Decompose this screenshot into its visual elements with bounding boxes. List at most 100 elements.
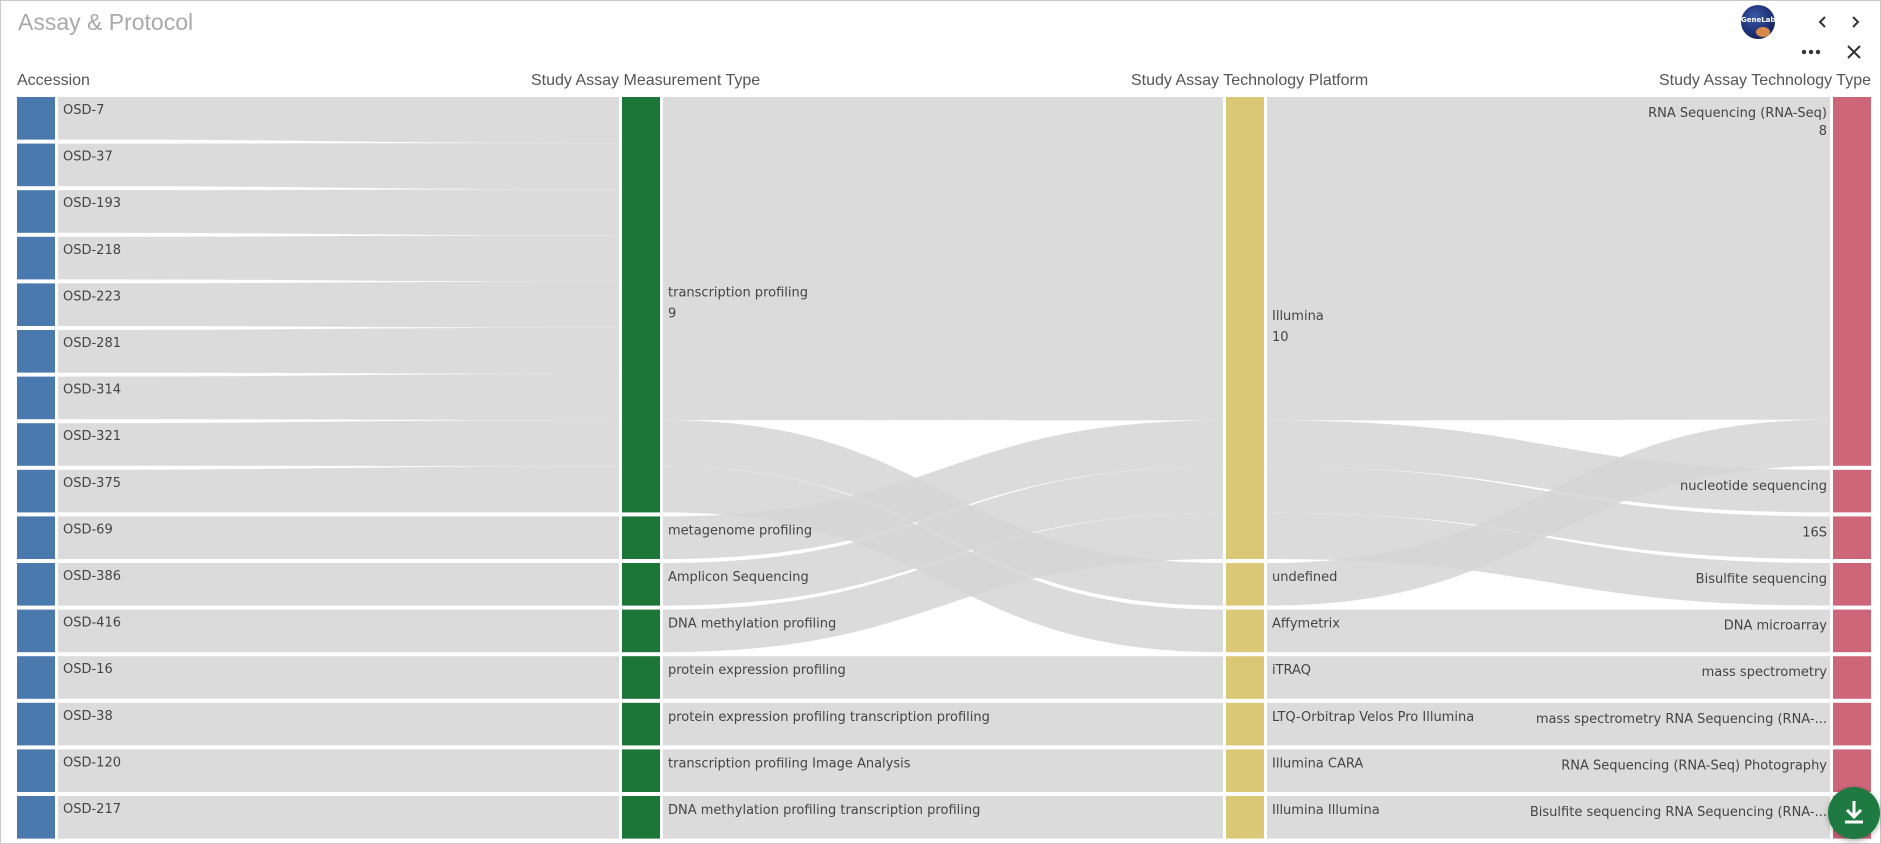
node-label-a2: OSD-193 [63,196,121,211]
sankey-link-m6-p5 [663,749,1223,792]
node-label-m6: transcription profiling Image Analysis [668,756,911,771]
node-label-m4: protein expression profiling [668,663,846,678]
sankey-link-m4-p3 [663,656,1223,699]
node-bar-t3 [1833,563,1871,606]
node-bar-a6 [17,376,55,420]
node-label-a8: OSD-375 [63,476,121,491]
node-bar-p3 [1226,656,1264,699]
node-bar-t5 [1833,656,1871,699]
node-bar-p1 [1226,563,1264,606]
node-label-t6: mass spectrometry RNA Sequencing (RNA-..… [1536,712,1827,727]
node-bar-m0 [622,97,660,513]
sankey-link-a5-m0 [58,327,619,374]
node-bar-p5 [1226,749,1264,792]
node-label-a10: OSD-386 [63,569,121,584]
sankey-link-a8-m0 [58,466,619,513]
sankey-link-m2-p0 [663,466,1223,606]
node-bar-a4 [17,283,55,326]
sankey-link-p0-t3 [1267,512,1830,606]
node-bar-t0 [1833,97,1871,466]
panel-title: Assay & Protocol [18,9,194,35]
node-bar-a3 [17,236,55,280]
node-bar-a2 [17,190,55,233]
node-label-t5: mass spectrometry [1702,665,1828,680]
node-bar-t2 [1833,516,1871,559]
node-label-p1: undefined [1272,570,1337,585]
sankey-links [58,97,1830,839]
node-label-a15: OSD-217 [63,802,121,817]
node-bar-a9 [17,516,55,559]
node-bar-a5 [17,330,55,373]
node-label-m5: protein expression profiling transcripti… [668,710,990,725]
node-label-a7: OSD-321 [63,429,121,444]
sankey-link-a15-m7 [58,796,619,839]
sankey-link-m0-p0 [663,97,1223,421]
node-label-a0: OSD-7 [63,103,104,118]
node-bar-t1 [1833,469,1871,513]
node-bar-a0 [17,97,55,140]
node-label-t0: RNA Sequencing (RNA-Seq) [1648,106,1827,121]
node-label-a5: OSD-281 [63,336,121,351]
download-icon [1845,801,1863,824]
node-bar-a12 [17,656,55,699]
node-count-p0: 10 [1272,330,1289,345]
node-label-p0: Illumina [1272,309,1324,324]
column-header-measurement: Study Assay Measurement Type [531,72,761,89]
column-header-type: Study Assay Technology Type [1659,72,1871,89]
node-label-a6: OSD-314 [63,383,121,398]
sankey-link-a1-m0 [58,143,619,190]
sankey-link-p6-t8 [1267,796,1830,839]
node-count-t0: 8 [1819,124,1827,139]
sankey-link-a0-m0 [58,97,619,144]
node-label-m2: Amplicon Sequencing [668,570,809,585]
chevron-right-icon[interactable] [1844,11,1866,33]
node-bar-t4 [1833,609,1871,653]
node-label-a14: OSD-120 [63,755,121,770]
download-button[interactable] [1828,787,1880,839]
node-label-a13: OSD-38 [63,709,113,724]
node-bar-p6 [1226,796,1264,839]
node-bar-t6 [1833,702,1871,746]
genelab-logo: GeneLab [1741,5,1775,39]
node-bar-t7 [1833,749,1871,792]
node-label-m7: DNA methylation profiling transcription … [668,803,980,818]
node-bar-a10 [17,563,55,606]
node-bar-a11 [17,609,55,653]
node-bar-p0 [1226,97,1264,559]
node-bar-m6 [622,749,660,792]
node-label-a12: OSD-16 [63,662,113,677]
sankey-link-a13-m5 [58,702,619,746]
sankey-link-m5-p4 [663,702,1223,746]
chevron-left-icon[interactable] [1812,11,1834,33]
logo-planet-icon [1756,27,1770,37]
sankey-link-m3-p0 [663,512,1223,653]
node-bar-m5 [622,702,660,746]
sankey-link-a3-m0 [58,235,619,282]
sankey-link-p0-t1 [1267,420,1830,513]
node-bar-a14 [17,749,55,792]
node-label-p3: iTRAQ [1272,663,1311,678]
sankey-link-a12-m4 [58,656,619,699]
node-bar-m3 [622,609,660,653]
node-bar-m2 [622,563,660,606]
sankey-link-a4-m0 [58,281,619,328]
column-header-platform: Study Assay Technology Platform [1131,72,1369,89]
sankey-link-a6-m0 [58,373,619,421]
node-label-p4: LTQ-Orbitrap Velos Pro Illumina [1272,710,1474,725]
more-icon[interactable] [1798,41,1824,63]
close-icon[interactable] [1843,41,1865,63]
logo-text: GeneLab [1741,16,1775,24]
node-bar-a13 [17,702,55,746]
node-bar-m4 [622,656,660,699]
sankey-link-p0-t0 [1267,97,1830,421]
node-label-a3: OSD-218 [63,243,121,258]
node-bar-m1 [622,516,660,559]
sankey-link-m1-p0 [663,420,1223,559]
sankey-link-p2-t4 [1267,609,1830,653]
node-bar-a8 [17,469,55,513]
sankey-link-a7-m0 [58,420,619,467]
node-bar-m7 [622,796,660,839]
node-label-p6: Illumina Illumina [1272,803,1380,818]
